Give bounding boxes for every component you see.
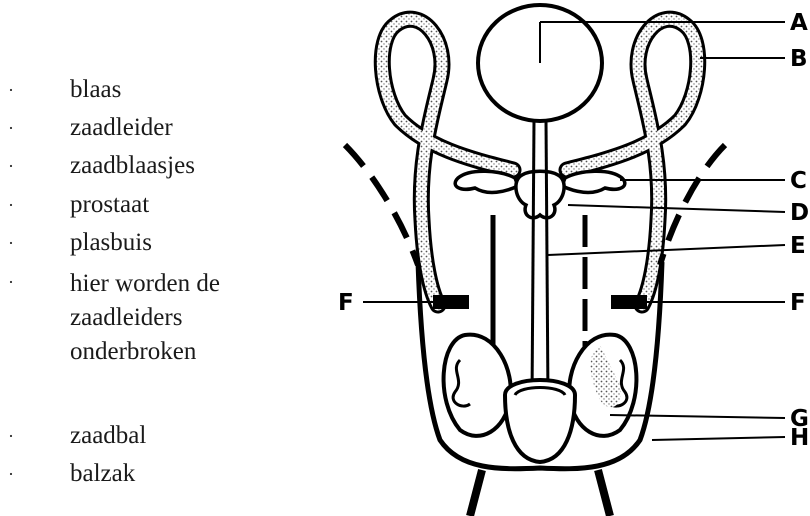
right-leg: [598, 470, 610, 516]
label-a: A: [790, 10, 808, 36]
right-seminal-vesicle: [562, 171, 625, 192]
bullet: ·: [8, 75, 14, 105]
diagram-svg: A B C D E F F G H: [300, 0, 810, 516]
legend-label: zaadblaasjes: [70, 151, 195, 181]
bullet: ·: [8, 228, 14, 258]
label-f-right: F: [790, 290, 806, 316]
bullet: ·: [8, 151, 14, 181]
left-leg: [470, 470, 482, 516]
left-seminal-vesicle: [455, 171, 518, 192]
left-testis: [444, 335, 511, 436]
bullet: ·: [8, 421, 14, 451]
label-b: B: [790, 46, 808, 72]
legend-label: balzak: [70, 459, 135, 489]
leader-h: [652, 437, 785, 440]
left-cut-marker: [433, 295, 469, 309]
bullet: ·: [8, 459, 14, 489]
bullet: ·: [8, 190, 14, 220]
label-d: D: [790, 200, 809, 226]
legend-label: zaadbal: [70, 421, 146, 451]
bullet: ·: [8, 267, 14, 297]
label-e: E: [790, 233, 806, 259]
prostate: [516, 171, 564, 218]
legend-label: zaadleider: [70, 113, 173, 143]
legend-label: prostaat: [70, 190, 149, 220]
urethra-right-wall: [546, 120, 548, 400]
legend-label: hier worden de zaadleiders onderbroken: [70, 267, 220, 369]
label-f-left: F: [338, 290, 354, 316]
legend-label: plasbuis: [70, 228, 152, 258]
legend-label: blaas: [70, 75, 121, 105]
left-scrotum-outer-dashed: [345, 145, 418, 265]
leader-g: [610, 415, 785, 418]
label-h: H: [790, 425, 809, 451]
leader-d: [568, 205, 785, 212]
bullet: ·: [8, 113, 14, 143]
legend-list: · blaas · zaadleider · zaadblaasjes · pr…: [0, 0, 300, 516]
label-c: C: [790, 168, 807, 194]
reproductive-diagram: A B C D E F F G H: [300, 0, 810, 516]
urethra-left-wall: [532, 120, 534, 400]
right-cut-marker: [611, 295, 647, 309]
